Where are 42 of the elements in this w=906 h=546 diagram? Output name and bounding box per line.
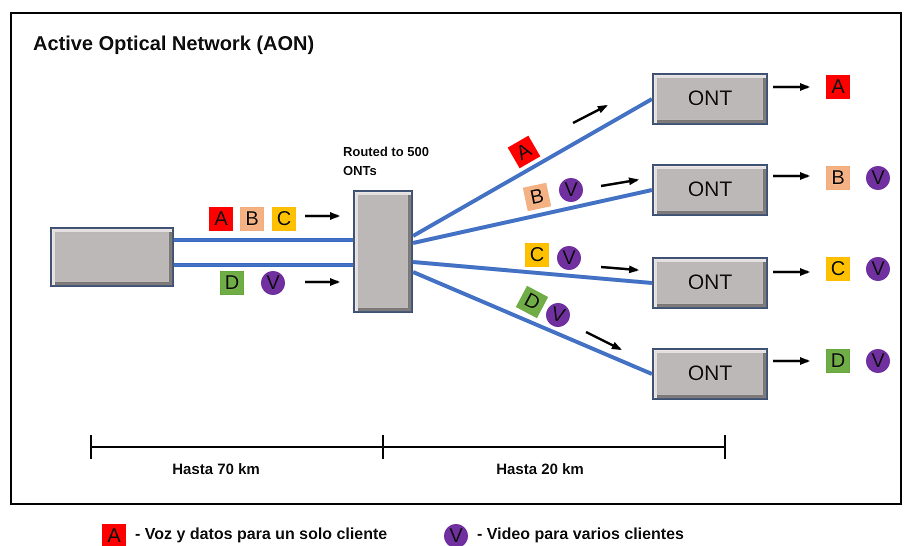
legend-text: - Voz y datos para un solo cliente: [135, 526, 388, 544]
service-badge: B: [522, 182, 552, 212]
fiber-line: [412, 260, 652, 285]
video-badge: V: [866, 166, 890, 190]
video-badge: V: [866, 257, 890, 281]
fiber-line: [412, 97, 653, 238]
service-badge: A: [209, 207, 233, 231]
box-label: ONT: [688, 271, 732, 295]
fiber-line: [412, 270, 653, 376]
node-caption: Routed to 500 ONTs: [343, 143, 430, 180]
service-badge: D: [516, 286, 548, 318]
service-badge: D: [220, 271, 244, 295]
service-badge: C: [272, 207, 296, 231]
distance-label: Hasta 70 km: [172, 461, 260, 478]
fiber-line: [174, 238, 353, 242]
distance-label: Hasta 20 km: [496, 461, 584, 478]
box-label: ONT: [688, 87, 732, 111]
ont-box: [652, 73, 768, 125]
service-badge: B: [240, 207, 264, 231]
legend-swatch: V: [444, 524, 468, 546]
service-badge: A: [826, 75, 850, 99]
video-badge: V: [557, 246, 581, 270]
box-label: ONT: [688, 178, 732, 202]
ont-box: [652, 164, 768, 216]
video-badge: V: [261, 271, 285, 295]
service-badge: B: [826, 166, 850, 190]
legend-text: - Video para varios clientes: [477, 526, 684, 544]
video-badge: V: [559, 178, 583, 202]
diagram-title: Active Optical Network (AON): [33, 33, 314, 56]
video-badge: V: [866, 349, 890, 373]
fiber-line: [174, 263, 353, 267]
equipment-box: [50, 227, 174, 287]
ont-box: [652, 257, 768, 309]
equipment-box: [353, 190, 413, 313]
ont-box: [652, 348, 768, 400]
fiber-line: [412, 188, 652, 245]
service-badge: C: [525, 243, 549, 267]
box-label: ONT: [688, 362, 732, 386]
service-badge: D: [826, 349, 850, 373]
service-badge: C: [826, 257, 850, 281]
legend-swatch: A: [102, 524, 126, 546]
service-badge: A: [508, 136, 540, 168]
